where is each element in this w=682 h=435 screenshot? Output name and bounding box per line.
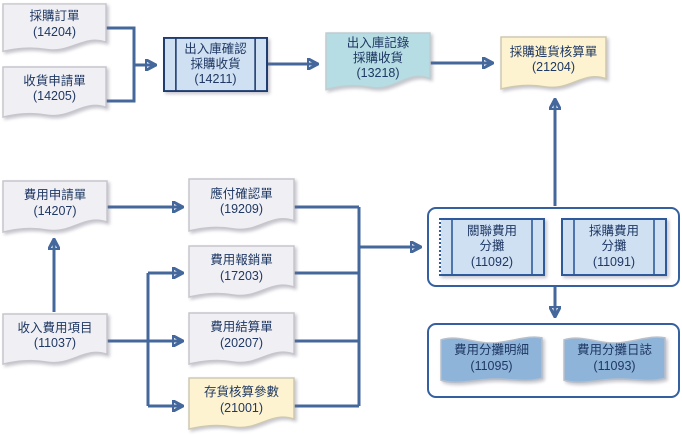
node-label: 費用結算單 — [210, 320, 273, 335]
allocation-group-container — [427, 207, 680, 287]
node-inout-confirm-receipt: 出入庫確認 採購收貨(14211) — [163, 37, 268, 92]
connector-trunk-collect — [294, 205, 361, 408]
node-related-expense-allocation: 關聯費用 分攤(11092) — [439, 218, 545, 276]
node-expense-allocation-journal: 費用分攤日誌(11093) — [561, 332, 668, 387]
node-label: 採購費用 分攤 — [588, 224, 639, 254]
node-expense-request: 費用申請單(14207) — [2, 180, 108, 236]
node-receiving-request: 收貨申請單(14205) — [2, 66, 107, 121]
node-label: 採購訂單 — [29, 9, 80, 24]
node-label: 存貨核算參數 — [203, 385, 279, 400]
node-label: 出入庫確認 採購收貨 — [184, 41, 247, 71]
node-code: (21204) — [531, 60, 576, 74]
node-label: 關聯費用 分攤 — [466, 224, 517, 254]
node-expense-allocation-detail: 費用分攤明細(11095) — [438, 332, 545, 387]
node-code: (11092) — [470, 254, 514, 269]
connector-merge-po-receipt — [104, 26, 136, 103]
node-label: 費用申請單 — [23, 188, 87, 203]
node-payable-confirm: 應付確認單(19209) — [188, 178, 295, 235]
node-code: (19209) — [219, 202, 264, 216]
node-code: (14205) — [32, 89, 77, 103]
node-expense-settlement: 費用結算單(20207) — [188, 312, 295, 368]
node-purchase-inbound-costing: 採購進貨核算單(21204) — [500, 36, 607, 93]
node-income-expense-item: 收入費用項目(11037) — [2, 313, 108, 368]
node-label: 出入庫記錄 採購收貨 — [346, 35, 410, 65]
node-code: (17203) — [219, 268, 264, 283]
node-code: (11093) — [593, 358, 636, 373]
node-inventory-costing-params: 存貨核算參數(21001) — [188, 377, 295, 433]
node-label: 採購進貨核算單 — [509, 44, 598, 59]
node-label: 費用報銷單 — [210, 253, 273, 268]
node-label: 收貨申請單 — [23, 73, 86, 88]
node-code: (14204) — [32, 24, 77, 39]
node-label: 費用分攤明細 — [453, 343, 529, 358]
node-purchase-expense-allocation: 採購費用 分攤(11091) — [561, 218, 667, 276]
node-code: (14211) — [194, 72, 237, 87]
node-inout-record-receipt: 出入庫記錄 採購收貨(13218) — [325, 32, 431, 94]
node-expense-reimbursement: 費用報銷單(17203) — [188, 245, 295, 301]
node-code: (11095) — [470, 358, 513, 373]
node-label: 收入費用項目 — [17, 320, 93, 335]
node-code: (11037) — [33, 336, 77, 350]
node-code: (14207) — [33, 203, 77, 218]
node-code: (20207) — [219, 335, 264, 350]
node-purchase-order: 採購訂單(14204) — [2, 3, 107, 55]
allocation-output-container — [427, 323, 680, 398]
node-code: (13218) — [356, 66, 400, 81]
node-code: (21001) — [219, 400, 264, 415]
node-code: (11091) — [592, 254, 636, 269]
node-label: 費用分攤日誌 — [576, 343, 652, 358]
node-label: 應付確認單 — [210, 186, 273, 201]
